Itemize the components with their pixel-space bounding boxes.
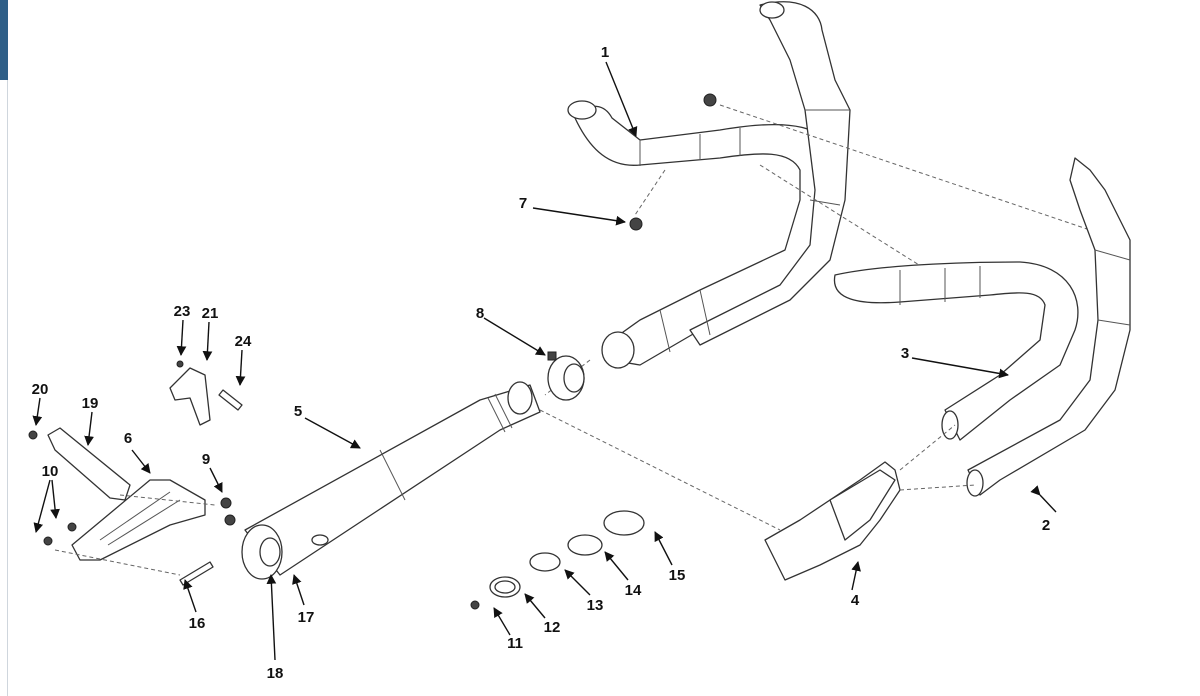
part-5-muffler [241, 359, 591, 580]
callout-24: 24 [235, 333, 252, 350]
callout-17: 17 [298, 609, 315, 626]
callout-20: 20 [32, 381, 49, 398]
callout-1: 1 [601, 44, 609, 61]
callout-21: 21 [202, 305, 219, 322]
callout-9: 9 [202, 451, 210, 468]
part-2-3-rear-headers [833, 157, 1131, 497]
parts-12-15-clamps [470, 510, 645, 610]
part-1-front-header [567, 1, 1091, 369]
callout-4: 4 [851, 592, 860, 609]
window-edge-line [7, 80, 8, 696]
callout-labels: 1 2 3 4 5 6 7 8 9 10 11 12 13 14 15 16 1… [32, 44, 1051, 682]
part-8-clamp [547, 351, 585, 401]
callout-5: 5 [294, 403, 302, 420]
small-hardware [28, 93, 717, 586]
callout-23: 23 [174, 303, 191, 320]
part-4-collector [539, 409, 976, 581]
callout-10: 10 [42, 463, 59, 480]
callout-7: 7 [519, 195, 527, 212]
callout-19: 19 [82, 395, 99, 412]
callout-16: 16 [189, 615, 206, 632]
callout-2: 2 [1042, 517, 1050, 534]
callout-13: 13 [587, 597, 604, 614]
callout-8: 8 [476, 305, 484, 322]
callout-11: 11 [507, 635, 523, 652]
window-edge-accent [0, 0, 8, 80]
brackets [47, 367, 216, 576]
callout-6: 6 [124, 430, 132, 447]
callout-leaders [32, 61, 1057, 661]
callout-3: 3 [901, 345, 909, 362]
callout-18: 18 [267, 665, 284, 682]
callout-15: 15 [669, 567, 686, 584]
callout-12: 12 [544, 619, 561, 636]
callout-14: 14 [625, 582, 642, 599]
